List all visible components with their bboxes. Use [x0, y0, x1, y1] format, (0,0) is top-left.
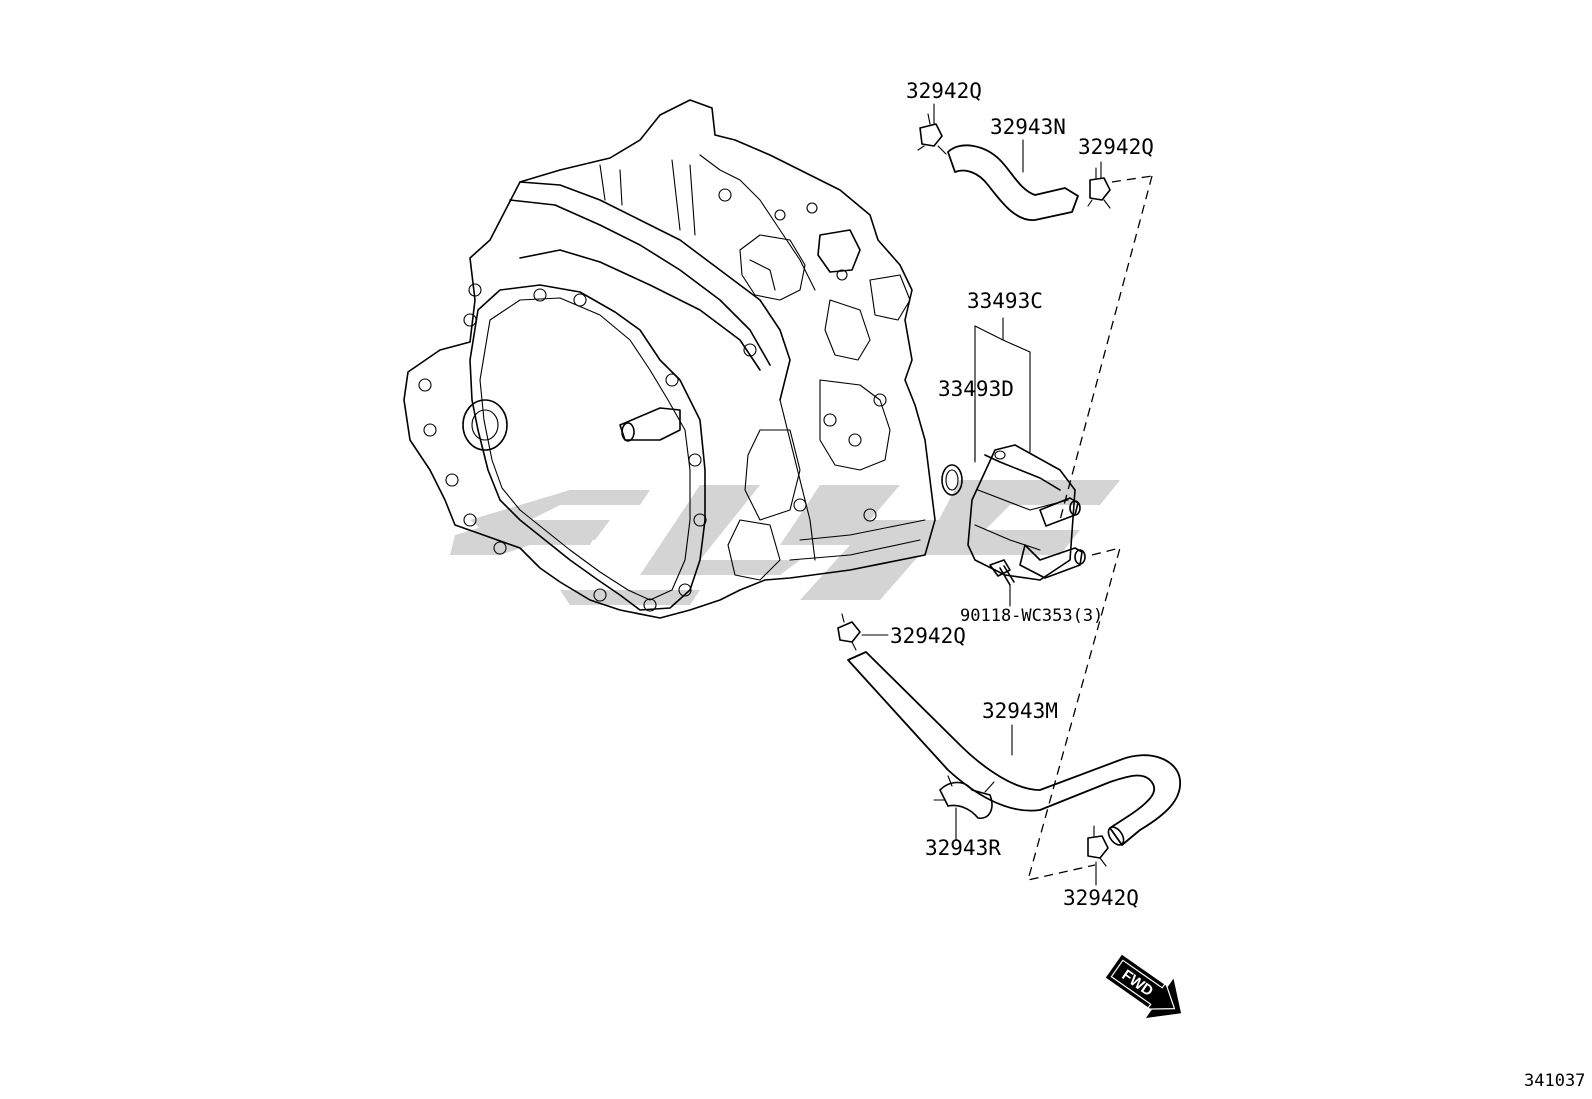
- routing-lines: [1027, 175, 1153, 881]
- hose-clip: [933, 775, 995, 819]
- label-clip: 32943R: [925, 836, 1001, 860]
- label-hose-lower: 32943M: [982, 699, 1058, 723]
- transmission-assembly: [403, 99, 936, 619]
- label-clamp-top-right: 32942Q: [1078, 135, 1154, 159]
- lower-hose: [847, 651, 1181, 846]
- fwd-arrow: FWD: [1105, 954, 1182, 1018]
- bolt-bosses: [418, 188, 887, 612]
- label-bolt: 90118-WC353(3): [960, 606, 1103, 626]
- oring: [941, 464, 963, 496]
- label-clamp-mid: 32942Q: [890, 624, 966, 648]
- clamp-top-right: [1087, 167, 1111, 209]
- drawing-number: 341037: [1524, 1071, 1585, 1091]
- bolt: [989, 559, 1015, 586]
- leader-lines: [861, 103, 1102, 886]
- label-clamp-top-left: 32942Q: [906, 79, 982, 103]
- label-oring: 33493D: [938, 377, 1014, 401]
- label-clamp-bottom: 32942Q: [1063, 886, 1139, 910]
- clamp-top-left: [917, 113, 947, 155]
- label-cooler: 33493C: [967, 289, 1043, 313]
- clamp-mid: [837, 613, 861, 651]
- watermark-logo: [450, 480, 1120, 605]
- label-hose-upper: 32943N: [990, 115, 1066, 139]
- clamp-bottom: [1087, 825, 1109, 867]
- upper-hose: [947, 144, 1079, 221]
